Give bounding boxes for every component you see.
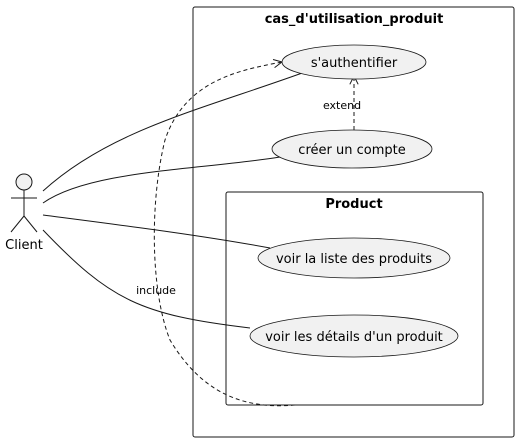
association-view-details <box>42 229 251 329</box>
extend-label: extend <box>323 99 361 112</box>
usecase-authenticate-label: s'authentifier <box>311 56 398 71</box>
usecase-view-products-label: voir la liste des produits <box>276 252 432 267</box>
actor-head <box>15 173 33 191</box>
association-view-products <box>42 214 271 249</box>
usecase-view-details-label: voir les détails d'un produit <box>265 330 443 345</box>
include-label: include <box>136 284 176 297</box>
association-create-account <box>42 156 281 204</box>
product-package-title: Product <box>325 197 382 212</box>
product-package <box>225 191 484 406</box>
system-boundary-title: cas_d'utilisation_produit <box>265 12 444 27</box>
usecase-create-account[interactable]: créer un compte <box>271 129 433 169</box>
actor-name: Client <box>5 238 43 253</box>
usecase-view-details[interactable]: voir les détails d'un produit <box>249 314 459 358</box>
usecase-view-products[interactable]: voir la liste des produits <box>257 237 451 279</box>
actor-client[interactable]: Client <box>5 173 43 253</box>
usecase-authenticate[interactable]: s'authentifier <box>281 44 427 80</box>
include-arrow <box>153 62 296 407</box>
association-authenticate <box>42 71 306 192</box>
usecase-create-account-label: créer un compte <box>298 143 405 158</box>
